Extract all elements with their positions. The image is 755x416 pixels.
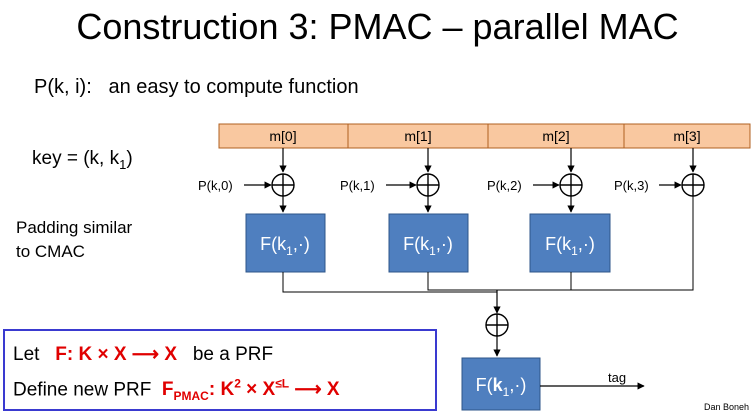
message-label-2: m[2] [542,128,569,144]
author-credit: Dan Boneh [703,402,749,412]
message-block-3 [623,123,751,149]
p-label-3: P(k,3) [614,178,649,193]
padding-line-2: to CMAC [16,242,85,261]
message-block-1 [347,123,489,149]
subtitle: P(k, i): an easy to compute function [34,76,359,98]
f-box-0 [245,213,326,273]
padding-line-1: Padding similar [16,218,133,237]
xor-icon-final [485,313,509,337]
key-suffix: ) [126,148,133,169]
prf-signature: F: K × X ⟶ X [55,344,177,365]
be-a-prf-text: be a PRF [192,344,274,365]
column-0: P(k,0) F(k1,·) [198,148,498,312]
definition-line-2: Define new PRF FPMAC: K2 × X≤L ⟶ X [13,377,340,403]
f-box-label-1: F(k1,·) [403,234,453,258]
column-2: P(k,2) F(k1,·) [487,148,611,312]
pmac-signature: FPMAC: K2 × X≤L ⟶ X [161,377,340,404]
tag-label: tag [608,370,626,385]
f-box-2 [529,213,611,273]
page-title: Construction 3: PMAC – parallel MAC [76,6,679,47]
message-label-3: m[3] [673,128,700,144]
define-text: Define new PRF [13,379,152,401]
key-sub: 1 [119,156,127,172]
key-prefix: key = (k, k [32,148,120,169]
padding-note: Padding similar to CMAC [16,216,132,264]
message-label-0: m[0] [269,128,296,144]
message-label-1: m[1] [404,128,431,144]
definition-box: Let F: K × X ⟶ X be a PRF Define new PRF… [3,329,437,411]
column-1: P(k,1) F(k1,·) [340,148,498,312]
message-row: m[0] m[1] m[2] m[3] [218,123,751,149]
p-label-0: P(k,0) [198,178,233,193]
definition-line-1: Let F: K × X ⟶ X be a PRF [13,343,273,366]
f-box-label-2: F(k1,·) [545,234,595,258]
key-label: key = (k, k1) [32,148,133,172]
f-box-label-0: F(k1,·) [260,234,310,258]
let-text: Let [13,344,40,365]
p-label-1: P(k,1) [340,178,375,193]
column-3: P(k,3) [497,148,705,291]
f-box-final-label: F(k1,·) [476,375,527,399]
f-box-final [461,357,541,411]
p-label-2: P(k,2) [487,178,522,193]
